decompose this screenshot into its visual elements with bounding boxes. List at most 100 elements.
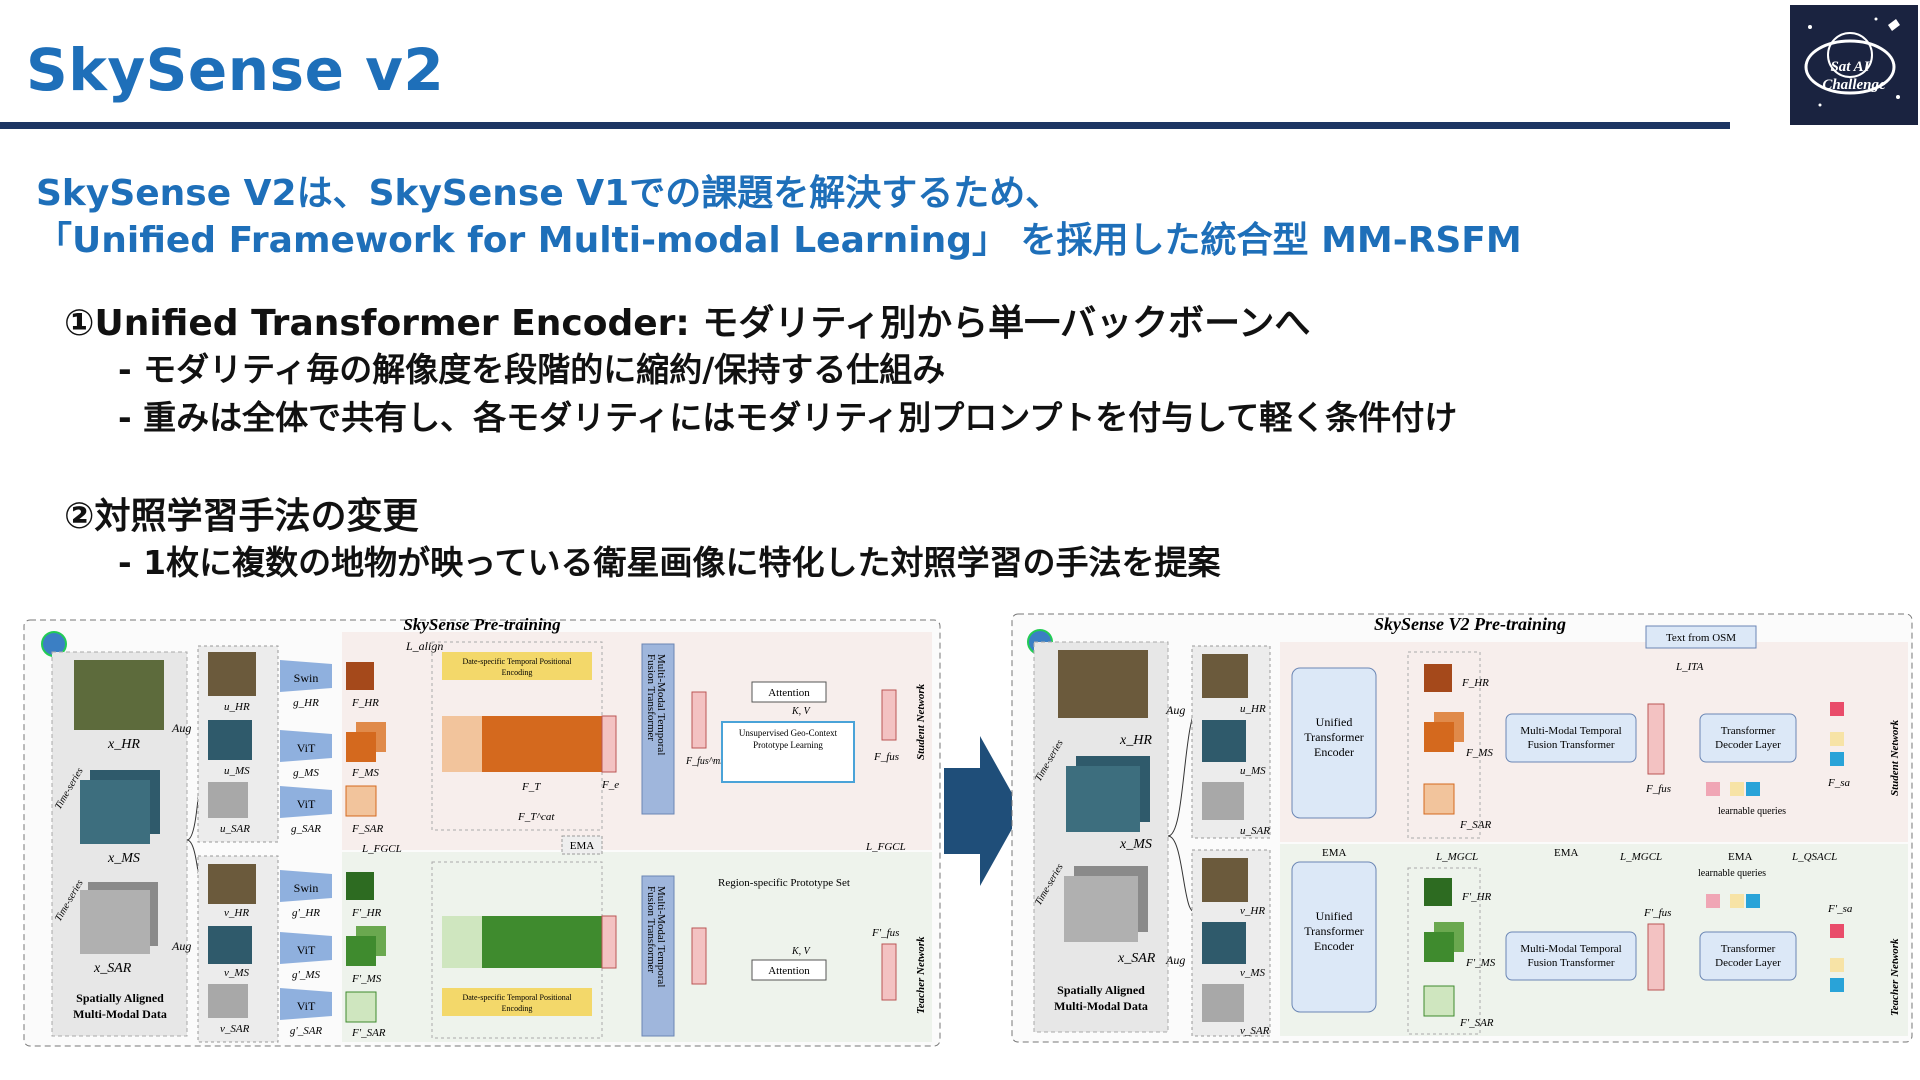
v2-aug-2: Aug — [1165, 953, 1185, 967]
v1-x-hr: x_HR — [107, 737, 140, 752]
intro-line-1: SkySense V2は、SkySense V1での課題を解決するため、 — [36, 173, 1062, 214]
v2-f-sar: F_SAR — [1459, 819, 1491, 831]
v1-t-f-ms-cube — [346, 936, 376, 966]
v1-t-swin-label: Swin — [294, 881, 319, 895]
v2-osm: Text from OSM — [1666, 632, 1736, 644]
v1-u-ms: u_MS — [224, 765, 250, 777]
v2-f-sa-t: F'_sa — [1827, 903, 1853, 915]
v1-region-proto: Region-specific Prototype Set — [718, 877, 850, 889]
v1-swin-label: Swin — [294, 671, 319, 685]
v2-t-out-3 — [1830, 978, 1844, 992]
v2-out-1 — [1830, 702, 1844, 716]
v1-aug-1: Aug — [171, 721, 191, 735]
v2-queries-2: learnable queries — [1698, 868, 1766, 879]
v1-hr-image — [74, 660, 164, 730]
point-2-bullet-1: - 1枚に複数の地物が映っている衛星画像に特化した対照学習の手法を提案 — [118, 543, 1221, 582]
sat-ai-challenge-logo: Sat AI Challenge — [1790, 5, 1918, 125]
v1-kv-teacher: K, V — [791, 946, 812, 957]
v1-teacher-band — [342, 852, 932, 1042]
v1-x-ms: x_MS — [107, 851, 140, 866]
v2-v-hr: v_HR — [1240, 905, 1265, 917]
v1-v-hr-img — [208, 864, 256, 904]
v1-fusion-student — [641, 643, 675, 815]
point-1-bullet-2: - 重みは全体で共有し、各モダリティにはモダリティ別プロンプトを付与して軽く条件… — [118, 398, 1458, 437]
v2-l-mgcl-1: L_MGCL — [1435, 851, 1478, 863]
v2-encoder-teacher-3: Encoder — [1314, 939, 1354, 953]
v1-t-f-fus-col — [881, 943, 897, 1001]
v1-fusion-teacher-1: Multi-Modal Temporal — [655, 886, 667, 987]
v2-encoder-student-2: Transformer — [1304, 730, 1364, 744]
v2-x-sar: x_SAR — [1117, 951, 1156, 966]
v2-ms-image — [1066, 766, 1140, 832]
v1-attention-student — [751, 681, 827, 703]
v1-g-hr: g_HR — [293, 697, 319, 709]
v2-f-hr: F_HR — [1461, 677, 1489, 689]
v1-f-hr: F_HR — [351, 697, 379, 709]
v1-attention-student-label: Attention — [768, 687, 810, 699]
v1-u-ms-img — [208, 720, 252, 760]
v1-f-fus-col — [881, 689, 897, 741]
v1-student-network: Student Network — [915, 683, 927, 760]
v2-fusion-teacher-2: Fusion Transformer — [1527, 957, 1614, 969]
v2-fusion-teacher — [1505, 931, 1637, 981]
v2-t-out-2 — [1830, 958, 1844, 972]
v2-encoder-teacher — [1291, 861, 1377, 1013]
v2-caption-2: Multi-Modal Data — [1054, 999, 1148, 1013]
v1-kv-student: K, V — [791, 706, 812, 717]
v1-t-pos-enc-box — [442, 988, 592, 1016]
v1-f-t: F_T — [521, 781, 541, 793]
v1-vit-sar-label: ViT — [297, 797, 316, 811]
v2-u-hr-img — [1202, 654, 1248, 698]
v2-t-f-fus: F'_fus — [1643, 907, 1671, 919]
v2-t-f-hr-cube — [1424, 878, 1452, 906]
v1-t-f-fus: F'_fus — [871, 927, 899, 939]
v1-l-align: L_align — [405, 639, 443, 653]
v1-t-f-hr-cube — [346, 872, 374, 900]
v2-encoder-student-3: Encoder — [1314, 745, 1354, 759]
v1-t-f-hr: F'_HR — [351, 907, 382, 919]
v1-vit-sar-block — [280, 786, 332, 818]
v1-vit-ms-block — [280, 730, 332, 762]
v2-teacher-network: Teacher Network — [1889, 938, 1901, 1016]
v2-t-f-hr: F'_HR — [1461, 891, 1492, 903]
v1-orange-grid — [442, 716, 602, 772]
v2-v-ms: v_MS — [1240, 967, 1266, 979]
page-title: SkySense v2 — [26, 36, 445, 104]
v1-f-t-cat: F_T^cat — [517, 811, 555, 823]
v2-l-mgcl-2: L_MGCL — [1619, 851, 1662, 863]
v2-fusion-teacher-1: Multi-Modal Temporal — [1520, 943, 1621, 955]
point-1-heading: ①Unified Transformer Encoder: モダリティ別から単一… — [64, 303, 1311, 344]
v2-t-query-1 — [1706, 894, 1720, 908]
v2-decoder-student — [1699, 713, 1797, 763]
v1-l-fgcl-left: L_FGCL — [361, 843, 402, 855]
v1-t-vit-sar-block — [280, 988, 332, 1020]
v1-swin-block — [280, 660, 332, 692]
v2-encoder-teacher-1: Unified — [1316, 909, 1353, 923]
v2-x-hr: x_HR — [1119, 733, 1152, 748]
v2-t-f-sar-cube — [1423, 985, 1455, 1017]
v2-u-ms: u_MS — [1240, 765, 1266, 777]
v2-l-ita: L_ITA — [1675, 661, 1704, 673]
v2-t-query-2 — [1730, 894, 1744, 908]
v1-ema-box — [561, 835, 603, 855]
v2-f-sa: F_sa — [1827, 777, 1851, 789]
v2-query-1 — [1706, 782, 1720, 796]
v1-fusion-teacher-2: Fusion Transformer — [645, 886, 657, 973]
v1-g-ms-t: g'_MS — [292, 969, 321, 981]
v1-f-sar-cube — [345, 785, 377, 817]
v2-decoder-teacher — [1699, 931, 1797, 981]
v2-ema-3: EMA — [1728, 851, 1753, 863]
v2-osm-box — [1645, 625, 1757, 649]
v1-u-hr: u_HR — [224, 701, 250, 713]
v1-attention-teacher — [751, 959, 827, 981]
v1-l-fgcl-right: L_FGCL — [865, 841, 906, 853]
v2-v-hr-img — [1202, 858, 1248, 902]
v1-u-sar-img — [208, 782, 248, 818]
v1-f-sar: F_SAR — [351, 823, 383, 835]
v2-encoder-teacher-2: Transformer — [1304, 924, 1364, 938]
skysense-v1-diagram: SkySense Pre-training x_HR x_MS Time-ser… — [23, 615, 941, 1047]
v1-aug-2: Aug — [171, 939, 191, 953]
v1-g-sar: g_SAR — [291, 823, 321, 835]
v1-g-ms: g_MS — [293, 767, 319, 779]
logo-text-2: Challenge — [1822, 77, 1886, 93]
